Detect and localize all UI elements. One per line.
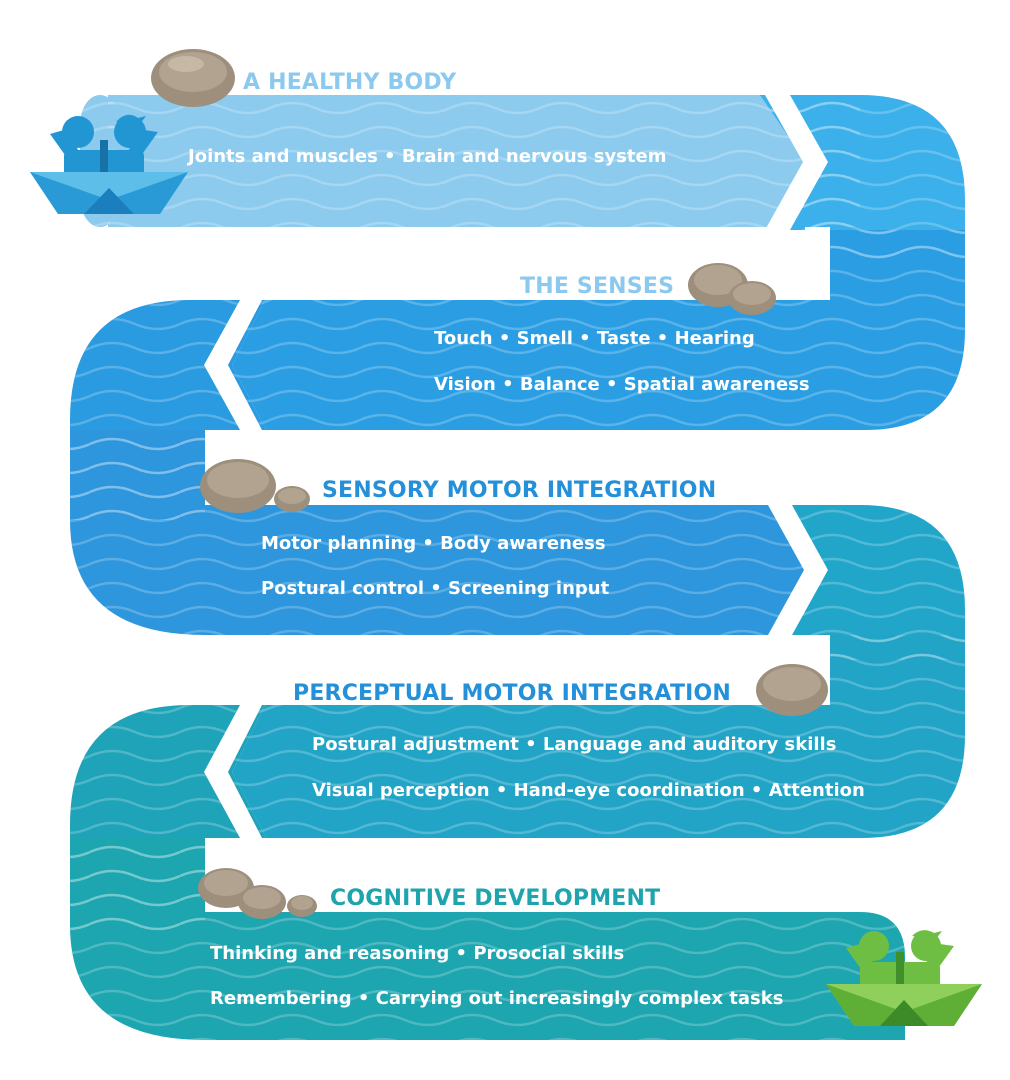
stage-title-healthy-body: A HEALTHY BODY — [243, 70, 457, 95]
stage-title-perceptual-motor: PERCEPTUAL MOTOR INTEGRATION — [293, 681, 732, 706]
stone-icon — [688, 263, 776, 315]
stones — [151, 49, 828, 919]
stage-title-sensory-motor: SENSORY MOTOR INTEGRATION — [322, 478, 717, 503]
stage-line: Visual perception • Hand-eye coordinatio… — [312, 780, 865, 801]
stage-line: Touch • Smell • Taste • Hearing — [434, 328, 755, 349]
end-boat-icon — [826, 930, 982, 1026]
stage-line: Postural adjustment • Language and audit… — [312, 734, 837, 755]
stage-title-cognitive: COGNITIVE DEVELOPMENT — [330, 886, 661, 911]
stage-line: Motor planning • Body awareness — [261, 533, 606, 554]
stone-icon — [151, 49, 235, 107]
stone-icon — [756, 664, 828, 716]
stage-line: Joints and muscles • Brain and nervous s… — [188, 146, 667, 167]
chevron-gaps — [204, 95, 828, 838]
stage-line: Remembering • Carrying out increasingly … — [210, 988, 784, 1009]
stage-line: Vision • Balance • Spatial awareness — [434, 374, 810, 395]
stone-icon — [198, 868, 317, 919]
stage-line: Postural control • Screening input — [261, 578, 610, 599]
stage-title-senses: THE SENSES — [520, 274, 675, 299]
start-boat-icon — [30, 114, 188, 214]
stage-line: Thinking and reasoning • Prosocial skill… — [210, 943, 625, 964]
stone-icon — [200, 459, 310, 513]
